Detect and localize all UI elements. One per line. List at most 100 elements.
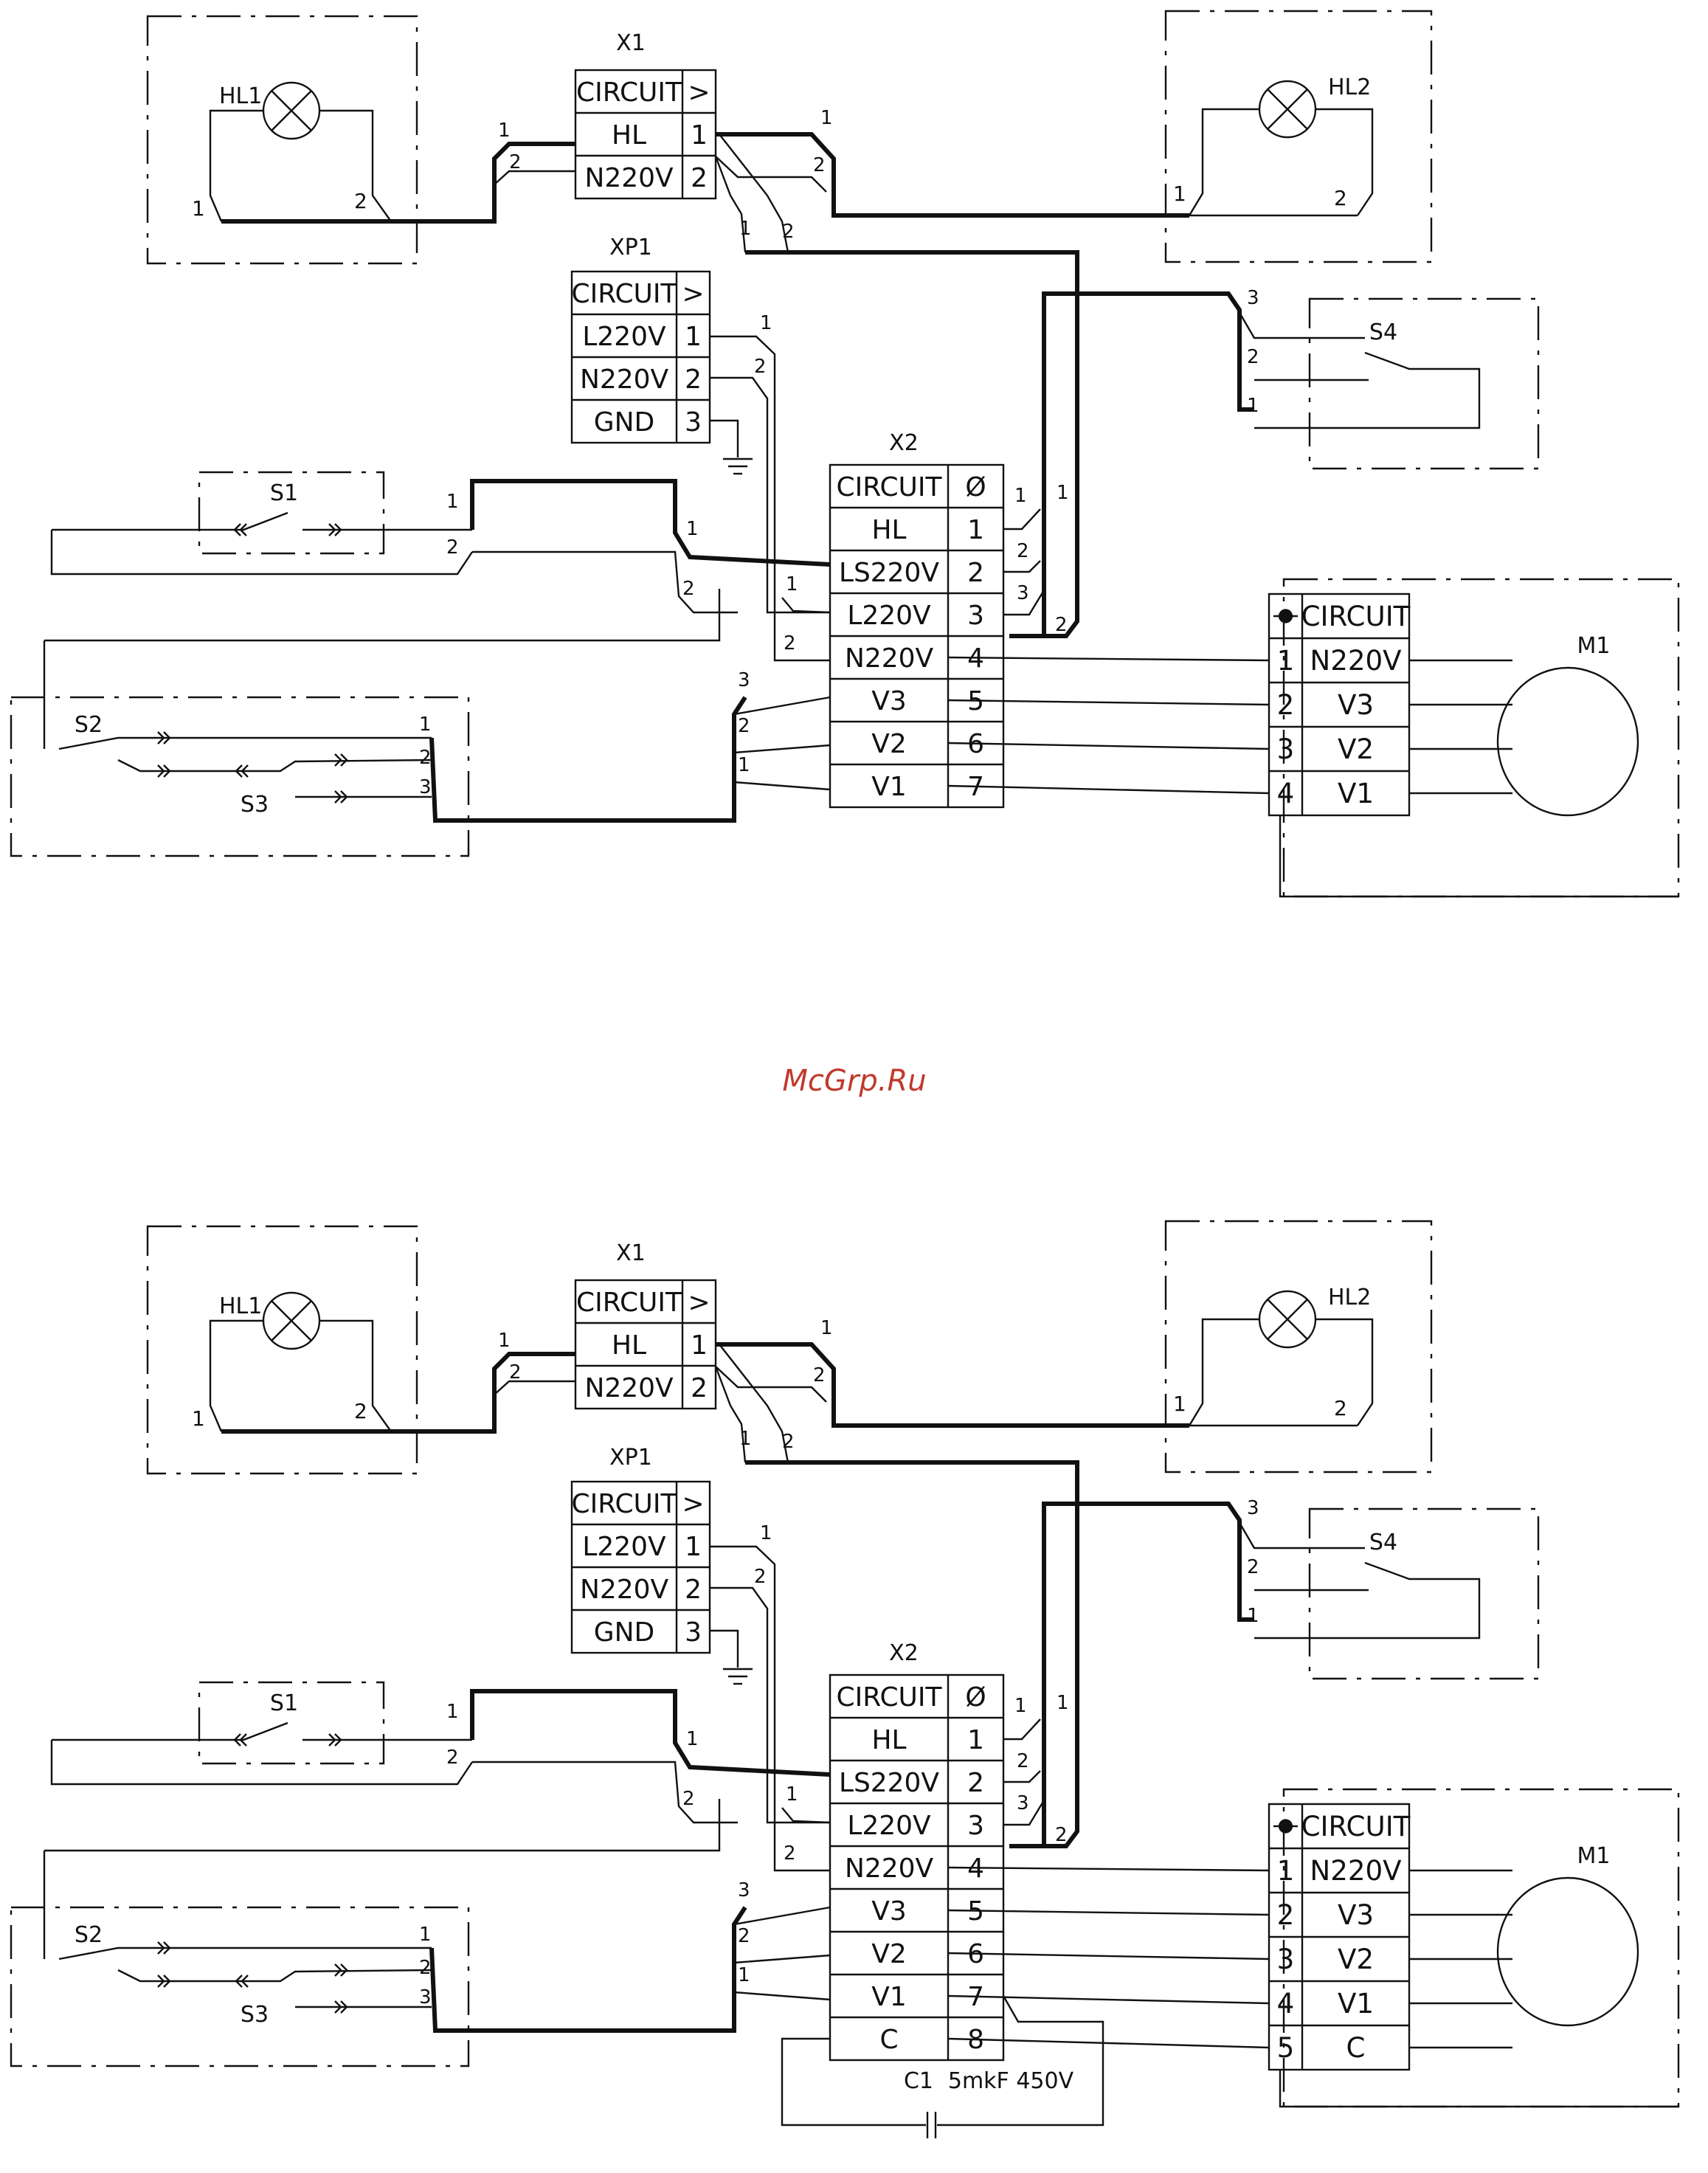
s3-arrow-2	[334, 1963, 342, 1977]
xp1-label: XP1	[609, 235, 652, 260]
x1-n-right	[715, 156, 827, 193]
x2-connector-row-label: V3	[871, 1896, 906, 1927]
x2-l-jumper	[781, 597, 831, 614]
x2-v-pin-2: 2	[738, 1925, 750, 1947]
x1-right-pin-1: 1	[820, 1317, 833, 1339]
s4-pin-3: 3	[1247, 287, 1259, 309]
xp1-connector-header-symbol: >	[682, 279, 704, 309]
s3-arrow-3	[334, 2000, 342, 2014]
x2-connector-row-label: N220V	[845, 643, 934, 674]
hl2-label: HL2	[1328, 1285, 1371, 1310]
x2-v-pin-1: 1	[738, 754, 750, 776]
s4-contact	[1254, 351, 1481, 429]
x1-connector-pin: 1	[691, 120, 708, 151]
x2-v3-in	[733, 696, 831, 716]
x2-connector-pin: 2	[967, 1768, 984, 1798]
xp1-right-pin-2: 2	[754, 356, 767, 378]
x2-connector-header: CIRCUIT	[837, 472, 943, 502]
x2-connector-pin: 3	[967, 1811, 984, 1841]
xp1-l-wire	[710, 1545, 830, 1872]
motor-icon	[1496, 1876, 1639, 2027]
hl1-pin-1: 1	[192, 1406, 205, 1431]
motor-connector-pin: 3	[1277, 1943, 1295, 1975]
hl1-to-x1-wire	[221, 142, 575, 224]
x1-down-pin-1: 1	[739, 218, 752, 240]
x2-v-pin-1: 1	[738, 1964, 750, 1986]
x1-down-1	[714, 156, 747, 253]
x2-to-motor-wire-1	[947, 656, 1270, 662]
x1-n-right	[715, 1366, 827, 1403]
xp1-connector-row-label: N220V	[580, 1575, 669, 1605]
s1-return	[50, 530, 473, 576]
s1-arrow-left	[233, 523, 241, 536]
hl2-label: HL2	[1328, 75, 1371, 100]
s3-arrow-1	[235, 764, 243, 778]
x2-connector-pin: 2	[967, 558, 984, 588]
s2s3-housing	[10, 1906, 470, 2067]
x1-left-pin-2: 2	[509, 1361, 522, 1383]
s2-pin-3: 3	[419, 1986, 432, 2008]
hl1-to-x1-wire	[221, 1352, 575, 1434]
hl1-label: HL1	[219, 1293, 262, 1319]
hl2-lamp-icon	[1258, 80, 1317, 139]
x2-v1-in	[733, 781, 831, 791]
x1-to-hl2-wire	[716, 1342, 1189, 1428]
capacitor-icon	[926, 2112, 937, 2138]
hl1-label: HL1	[219, 83, 262, 109]
watermark: McGrp.Ru	[782, 1064, 926, 1098]
xp1-right-pin-1: 1	[760, 312, 772, 334]
motor-connector-header: CIRCUIT	[1301, 1810, 1411, 1842]
x1-left-pin-2: 2	[509, 151, 522, 173]
s3-arrow-3	[334, 790, 342, 804]
x2-connector-row-label: V2	[871, 729, 906, 759]
x2-label: X2	[889, 1640, 919, 1666]
x2-ls-out	[1003, 1770, 1041, 1783]
motor-label: M1	[1577, 1843, 1611, 1869]
xp1-connector-row-label: GND	[594, 407, 654, 438]
x2-l-out	[1003, 590, 1045, 616]
hl1-pin-2: 2	[354, 1399, 367, 1423]
x1-down-pin-1: 1	[739, 1428, 752, 1450]
s1-x2-pin-1: 1	[686, 518, 699, 540]
s2-pin-3: 3	[419, 776, 432, 798]
x1-connector-row-label: N220V	[584, 163, 674, 193]
x2-right-pin-2b: 2	[1055, 1824, 1068, 1846]
s2-arrow-1	[163, 1941, 171, 1955]
x2-right-pin-1b: 1	[1057, 1692, 1069, 1714]
s1-x2-n	[472, 1761, 738, 1824]
x2-v1-in	[733, 1991, 831, 2001]
x2-v-pin-3: 3	[738, 669, 750, 691]
s1-pin-2: 2	[446, 536, 459, 559]
x2-right-pin-1a: 1	[1014, 485, 1027, 507]
x2-l-jumper	[781, 1807, 831, 1824]
s1-pin-1: 1	[446, 1701, 459, 1723]
c1-label: C1	[904, 2068, 933, 2094]
x1-label: X1	[616, 30, 646, 56]
ground-icon	[723, 1668, 753, 1685]
s1-x2-pin-1: 1	[686, 1728, 699, 1750]
x2-connector-row-label: LS220V	[839, 1768, 939, 1798]
s1-arrow-left	[239, 523, 247, 536]
xp1-right-pin-2: 2	[754, 1566, 767, 1588]
x1-down-2	[719, 134, 789, 253]
motor-connector-row-label: V3	[1338, 688, 1374, 721]
x1-label: X1	[616, 1240, 646, 1266]
s2-pin-1: 1	[419, 1924, 432, 1946]
s2-arrow-2	[157, 764, 165, 778]
s3-label: S3	[241, 792, 269, 818]
x2-to-motor-wire-2	[947, 699, 1270, 706]
motor-connector-pin: 2	[1277, 1899, 1295, 1931]
x2-to-motor-wire-2	[947, 1909, 1270, 1916]
s4-housing	[1308, 1507, 1540, 1680]
x1-left-pin-1: 1	[498, 120, 511, 142]
hl1-wire-2	[319, 1319, 392, 1432]
x2-to-motor-wire-4	[947, 1994, 1270, 2005]
xp1-connector-row-label: L220V	[582, 322, 666, 352]
x2-v2-in	[733, 744, 831, 754]
xp1-connector-pin: 3	[685, 1617, 702, 1648]
